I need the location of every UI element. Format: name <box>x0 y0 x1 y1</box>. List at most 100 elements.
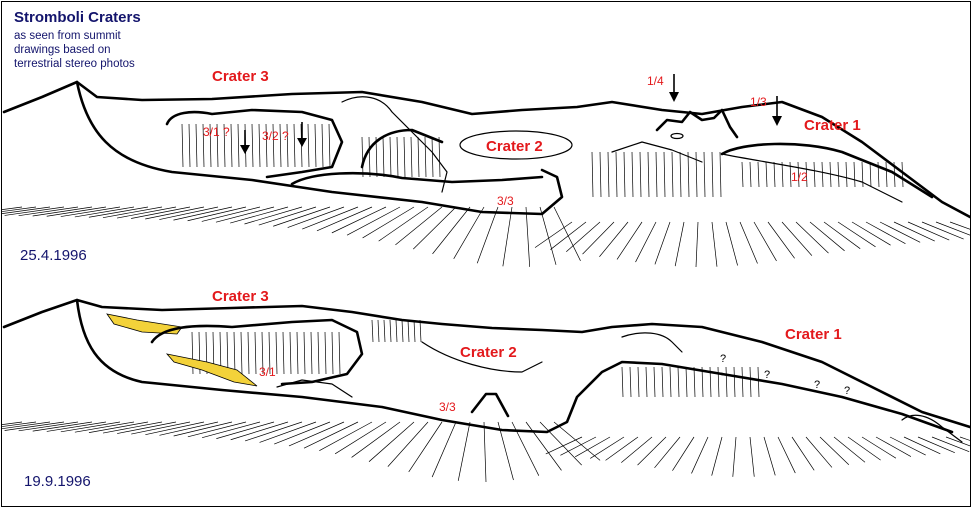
bottom-vent-3-1-label: 3/1 <box>259 365 276 379</box>
slope-hatch-line <box>711 221 718 267</box>
crater-hatch-line <box>389 319 392 343</box>
crater-hatch-line <box>223 123 226 168</box>
crater-hatch-line <box>328 123 331 168</box>
slope-hatch-line <box>173 206 233 221</box>
slope-hatch-line <box>88 206 149 218</box>
slope-hatch-line <box>847 436 881 461</box>
slope-hatch-line <box>672 436 695 471</box>
top-vent-3-2-label: 3/2 ? <box>262 129 289 143</box>
crater-hatch-line <box>663 151 666 198</box>
slope-hatch-line <box>903 436 941 455</box>
slope-hatch-line <box>159 206 219 220</box>
slope-hatch-line <box>131 421 191 435</box>
crater-hatch-line <box>781 161 784 188</box>
crater-hatch-line <box>695 151 698 198</box>
crater-hatch-line <box>901 161 904 188</box>
crater-hatch-line <box>375 136 378 178</box>
crater-hatch-line <box>623 151 626 198</box>
crater-hatch-line <box>401 319 404 343</box>
slope-hatch-line <box>102 206 163 219</box>
subtitle-line-3: terrestrial stereo photos <box>14 58 135 70</box>
slope-hatch-line <box>695 221 699 267</box>
bottom-crater3-label: Crater 3 <box>212 288 269 305</box>
bottom-date: 19.9.1996 <box>24 473 91 490</box>
crater-hatch-line <box>413 319 416 343</box>
slope-hatch-line <box>316 206 373 232</box>
crater-hatch-line <box>424 136 427 178</box>
slope-hatch-line <box>539 206 557 265</box>
crater-hatch-line <box>703 151 706 198</box>
crater-hatch-line <box>679 151 682 198</box>
bottom-crater-hatching <box>191 319 760 398</box>
crater-hatch-line <box>237 123 240 168</box>
crater-hatch-line <box>749 161 752 188</box>
top-vent-1-4-cone <box>655 108 739 139</box>
bottom-crater3-floor <box>276 379 353 398</box>
slope-hatch-line <box>334 421 387 455</box>
slope-hatch-line <box>921 221 964 240</box>
slope-hatch-line <box>457 421 471 481</box>
slope-hatch-line <box>767 221 795 259</box>
slope-hatch-line <box>131 206 191 219</box>
crater-hatch-line <box>687 151 690 198</box>
crater-hatch-line <box>279 123 282 168</box>
slope-hatch-line <box>230 421 289 441</box>
slope-hatch-line <box>230 206 289 224</box>
crater-hatch-line <box>757 161 760 188</box>
bottom-crater1-rim <box>720 372 954 434</box>
slope-hatch-line <box>889 436 926 456</box>
slope-hatch-line <box>145 421 205 436</box>
crater-hatch-line <box>275 331 278 375</box>
bottom-crater2-floor <box>421 341 543 373</box>
crater-hatch-line <box>717 366 720 398</box>
slope-hatch-line <box>749 436 755 477</box>
top-vent-1-2-label: 1/2 <box>791 170 808 184</box>
crater-hatch-line <box>773 161 776 188</box>
slope-hatch-line <box>605 436 639 461</box>
bottom-crater1-notch <box>901 414 963 443</box>
crater-hatch-line <box>837 161 840 188</box>
crater-hatch-line <box>685 366 688 398</box>
crater-hatch-line <box>719 151 722 198</box>
crater-hatch-line <box>403 136 406 178</box>
subtitle-line-2: drawings based on <box>14 44 111 56</box>
crater-hatch-line <box>845 161 848 188</box>
slope-hatch-line <box>959 436 970 441</box>
slope-hatch-line <box>273 206 331 227</box>
slope-hatch-line <box>525 206 531 267</box>
slope-hatch-line <box>2 421 23 425</box>
crater-hatch-line <box>417 136 420 178</box>
slope-hatch-line <box>201 206 261 222</box>
slope-hatch-line <box>395 206 443 246</box>
bottom-yellow-deposit-lower <box>165 353 258 387</box>
slope-hatch-line <box>777 436 796 474</box>
slope-hatch-line <box>351 421 401 458</box>
crater-hatch-line <box>331 331 334 375</box>
crater-hatch-line <box>741 161 744 188</box>
slope-hatch-line <box>187 206 247 222</box>
crater-hatch-line <box>631 151 634 198</box>
top-crater1-inner <box>721 153 903 203</box>
slope-hatch-line <box>88 421 149 433</box>
slope-hatch-line <box>809 221 845 252</box>
slope-hatch-line <box>2 206 51 214</box>
slope-hatch-line <box>244 206 303 225</box>
slope-hatch-line <box>32 421 93 432</box>
crater-hatch-line <box>371 319 374 343</box>
crater-hatch-line <box>677 366 680 398</box>
slope-hatch-line <box>288 421 345 447</box>
slope-hatch-line <box>319 421 373 452</box>
slope-hatch-line <box>18 421 79 432</box>
slope-hatch-line <box>560 436 597 456</box>
bottom-front-rim <box>75 298 724 434</box>
crater-hatch-line <box>637 366 640 398</box>
slope-hatch-line <box>2 206 23 210</box>
slope-hatch-line <box>102 421 163 434</box>
slope-hatch-line <box>258 206 317 226</box>
slope-hatch-line <box>244 421 303 442</box>
crater-hatch-line <box>272 123 275 168</box>
crater-hatch-line <box>251 123 254 168</box>
crater-hatch-line <box>247 331 250 375</box>
crater-hatch-line <box>289 331 292 375</box>
crater-hatch-line <box>813 161 816 188</box>
